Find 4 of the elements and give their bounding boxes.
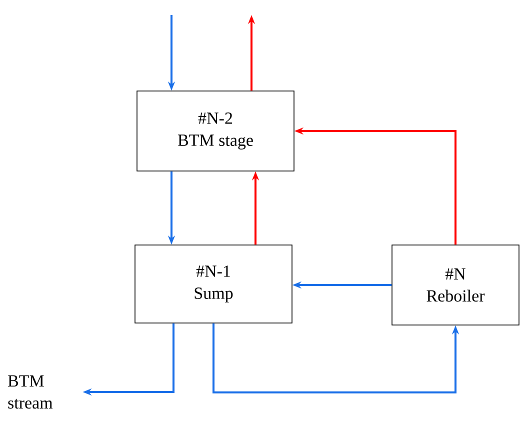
process-box: #N Reboiler — [392, 244, 520, 326]
stream-label: BTM stream — [8, 375, 53, 409]
process-box: #N-2 BTM stage — [136, 90, 294, 172]
process-box: #N-1 Sump — [134, 244, 292, 324]
